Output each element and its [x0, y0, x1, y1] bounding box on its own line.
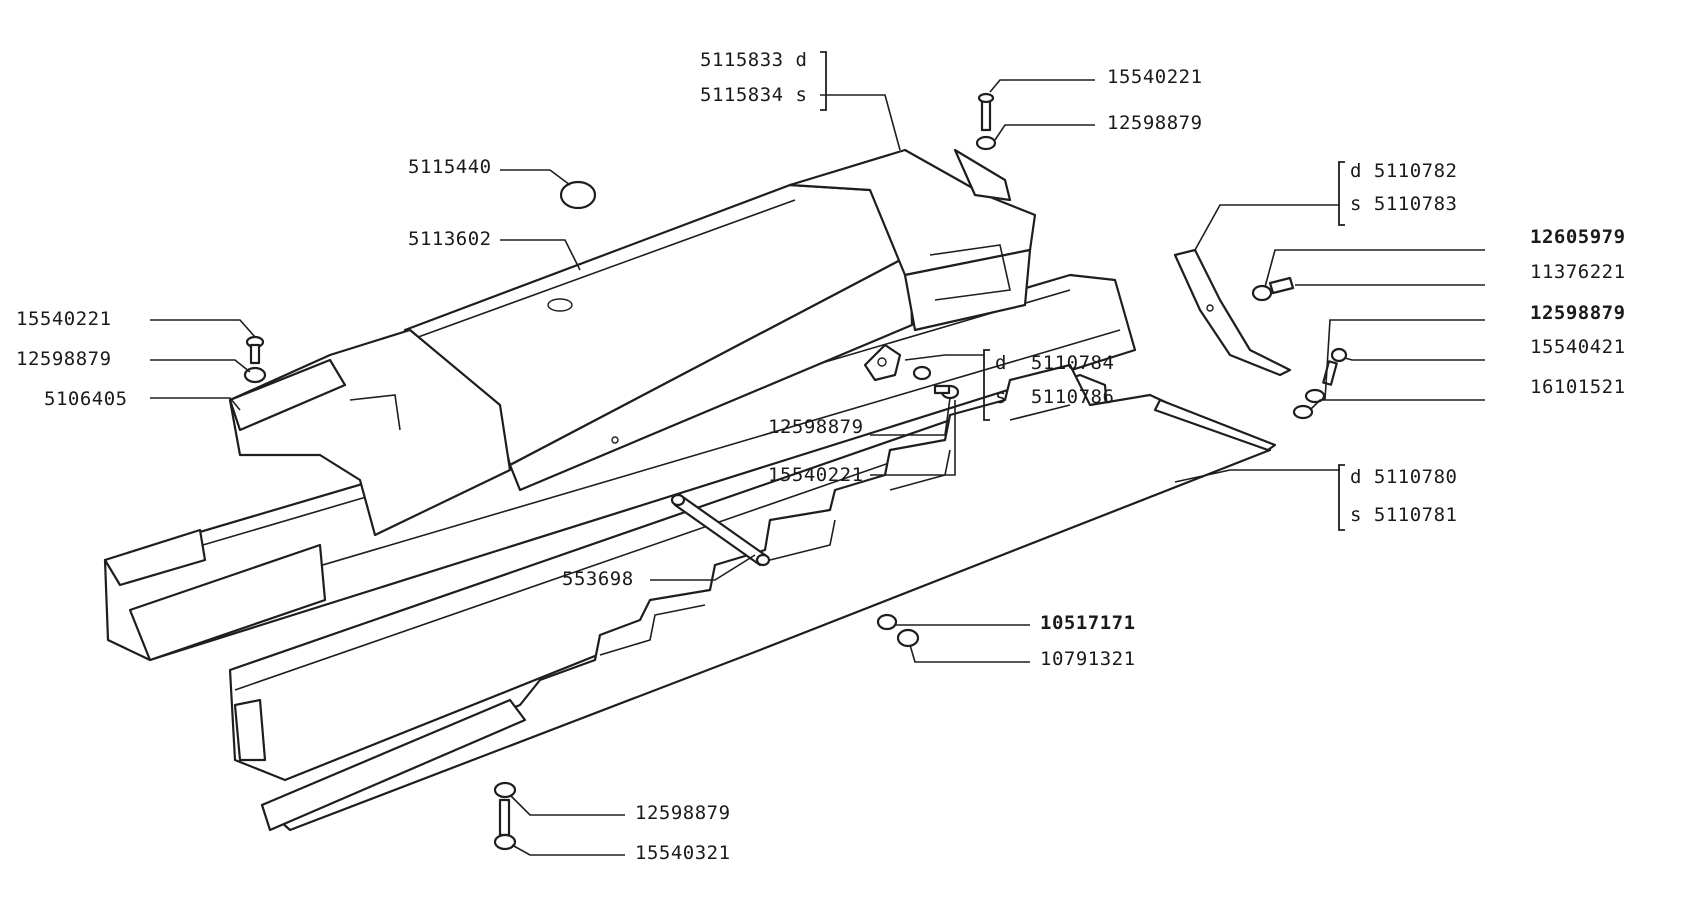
- label-15540221-mid: 15540221: [768, 464, 864, 486]
- label-15540221-top: 15540221: [1107, 66, 1203, 88]
- label-d5110784: d 5110784: [995, 352, 1115, 374]
- fastener-bolt-bottom: [493, 781, 517, 851]
- label-s5110783: s 5110783: [1350, 193, 1458, 215]
- fastener-bolt-top: [975, 92, 997, 151]
- fastener-bolt-mid: [912, 365, 960, 400]
- label-5115833: 5115833 d: [700, 49, 808, 71]
- label-d5110782: d 5110782: [1350, 160, 1458, 182]
- label-16101521: 16101521: [1530, 376, 1626, 398]
- label-12598879-left: 12598879: [16, 348, 112, 370]
- fastener-bolt-left: [243, 335, 267, 384]
- label-12598879-top: 12598879: [1107, 112, 1203, 134]
- label-d5110780: d 5110780: [1350, 466, 1458, 488]
- label-12605979: 12605979: [1530, 226, 1626, 248]
- fastener-washer-right: [1251, 276, 1295, 302]
- shaft-pin-553698: [670, 493, 771, 567]
- label-5115834: 5115834 s: [700, 84, 808, 106]
- label-5106405: 5106405: [44, 388, 128, 410]
- label-12598879-right: 12598879: [1530, 302, 1626, 324]
- label-15540421: 15540421: [1530, 336, 1626, 358]
- label-553698: 553698: [562, 568, 634, 590]
- label-10791321: 10791321: [1040, 648, 1136, 670]
- label-11376221: 11376221: [1530, 261, 1626, 283]
- label-15540321: 15540321: [635, 842, 731, 864]
- end-cover-left: [228, 328, 512, 537]
- leader-lines: [150, 79, 1485, 856]
- label-s5110781: s 5110781: [1350, 504, 1458, 526]
- bracket-5110782: [1173, 248, 1292, 377]
- bracket-5110784: [863, 343, 902, 382]
- label-15540221-left: 15540221: [16, 308, 112, 330]
- label-s5110786: s 5110786: [995, 386, 1115, 408]
- label-5113602: 5113602: [408, 228, 492, 250]
- end-cover-right: [788, 148, 1037, 332]
- fastener-bolt-right: [1292, 347, 1348, 420]
- label-brackets: [820, 51, 1345, 531]
- cap-plug-5115440: [559, 180, 597, 210]
- label-5115440: 5115440: [408, 156, 492, 178]
- label-12598879-bottom: 12598879: [635, 802, 731, 824]
- label-10517171: 10517171: [1040, 612, 1136, 634]
- fastener-nut-center: [876, 613, 920, 648]
- label-12598879-mid: 12598879: [768, 416, 864, 438]
- side-skirt-panel: [260, 363, 1277, 832]
